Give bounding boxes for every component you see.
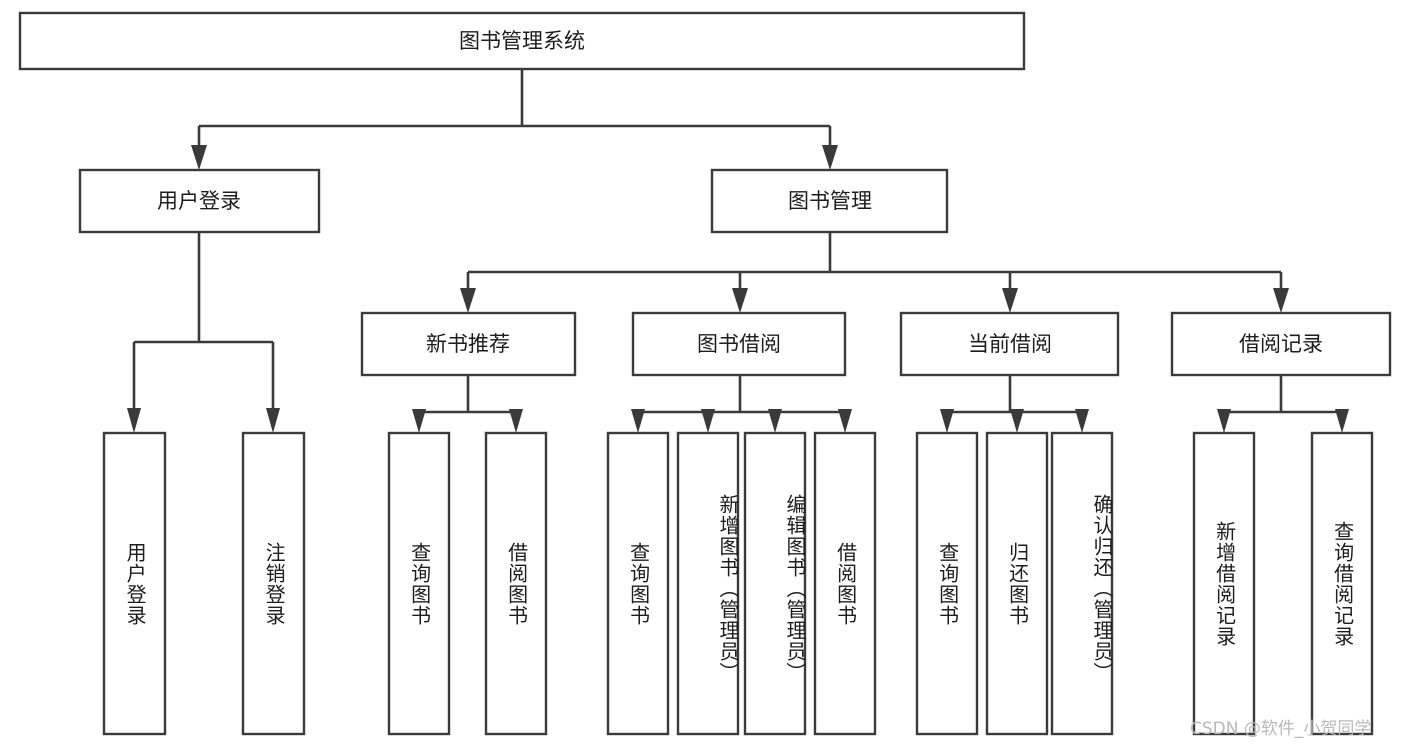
connector-userlogin-to-leaves (127, 232, 280, 433)
connector-bookborrow-to-leaves (631, 375, 852, 433)
node-leaf-borrow-book-1[interactable] (484, 431, 548, 736)
arrow-head-icon (412, 409, 426, 433)
node-root[interactable]: 图书管理系统 (18, 11, 1026, 71)
node-user-login[interactable]: 用户登录 (78, 168, 321, 234)
arrow-head-icon (838, 409, 852, 433)
arrow-head-icon (509, 409, 523, 433)
node-book-manage[interactable]: 图书管理 (710, 168, 949, 234)
arrow-head-icon (191, 145, 207, 170)
connector-currentborrow-to-leaves (940, 375, 1089, 433)
arrow-head-icon (460, 288, 476, 313)
node-leaf-confirm-return[interactable] (1050, 431, 1114, 736)
node-borrow-record[interactable]: 借阅记录 (1170, 311, 1392, 377)
node-leaf-add-book[interactable] (676, 431, 740, 736)
node-new-book-recommend-label: 新书推荐 (426, 332, 510, 356)
connector-borrowrecord-to-leaves (1217, 375, 1349, 433)
node-book-manage-label: 图书管理 (788, 189, 872, 213)
node-leaf-return-book[interactable] (985, 431, 1049, 736)
node-leaf-edit-book[interactable] (743, 431, 807, 736)
node-leaf-query-record[interactable] (1310, 431, 1374, 736)
node-new-book-recommend[interactable]: 新书推荐 (360, 311, 577, 377)
node-leaf-user-login[interactable] (102, 431, 167, 736)
node-leaf-add-record[interactable] (1192, 431, 1256, 736)
node-current-borrow[interactable]: 当前借阅 (899, 311, 1120, 377)
watermark-text: CSDN @软件_小贺同学 (1190, 719, 1372, 739)
arrow-head-icon (1335, 409, 1349, 433)
node-leaf-query-book-1[interactable] (387, 431, 451, 736)
arrow-head-icon (940, 409, 954, 433)
connector-booksystem-to-level2 (460, 232, 1289, 313)
arrow-head-icon (127, 408, 141, 433)
node-leaf-borrow-book-2[interactable] (813, 431, 877, 736)
arrow-head-icon (1010, 409, 1024, 433)
arrow-head-icon (732, 288, 748, 313)
node-leaf-query-book-3[interactable] (915, 431, 979, 736)
arrow-head-icon (631, 409, 645, 433)
arrow-head-icon (822, 145, 838, 170)
node-leaf-logout[interactable] (241, 431, 306, 736)
arrow-head-icon (1217, 409, 1231, 433)
node-current-borrow-label: 当前借阅 (968, 332, 1052, 356)
node-user-login-label: 用户登录 (157, 189, 241, 213)
node-borrow-record-label: 借阅记录 (1239, 332, 1323, 356)
arrow-head-icon (1002, 288, 1018, 313)
arrow-head-icon (266, 408, 280, 433)
node-book-borrow[interactable]: 图书借阅 (631, 311, 847, 377)
connector-root-to-level1 (191, 69, 838, 170)
arrow-head-icon (701, 409, 715, 433)
node-leaf-query-book-2[interactable] (606, 431, 670, 736)
node-book-borrow-label: 图书借阅 (697, 332, 781, 356)
connector-newbook-to-leaves (412, 375, 523, 433)
arrow-head-icon (1273, 288, 1289, 313)
node-root-label: 图书管理系统 (459, 29, 585, 53)
arrow-head-icon (1075, 409, 1089, 433)
arrow-head-icon (768, 409, 782, 433)
